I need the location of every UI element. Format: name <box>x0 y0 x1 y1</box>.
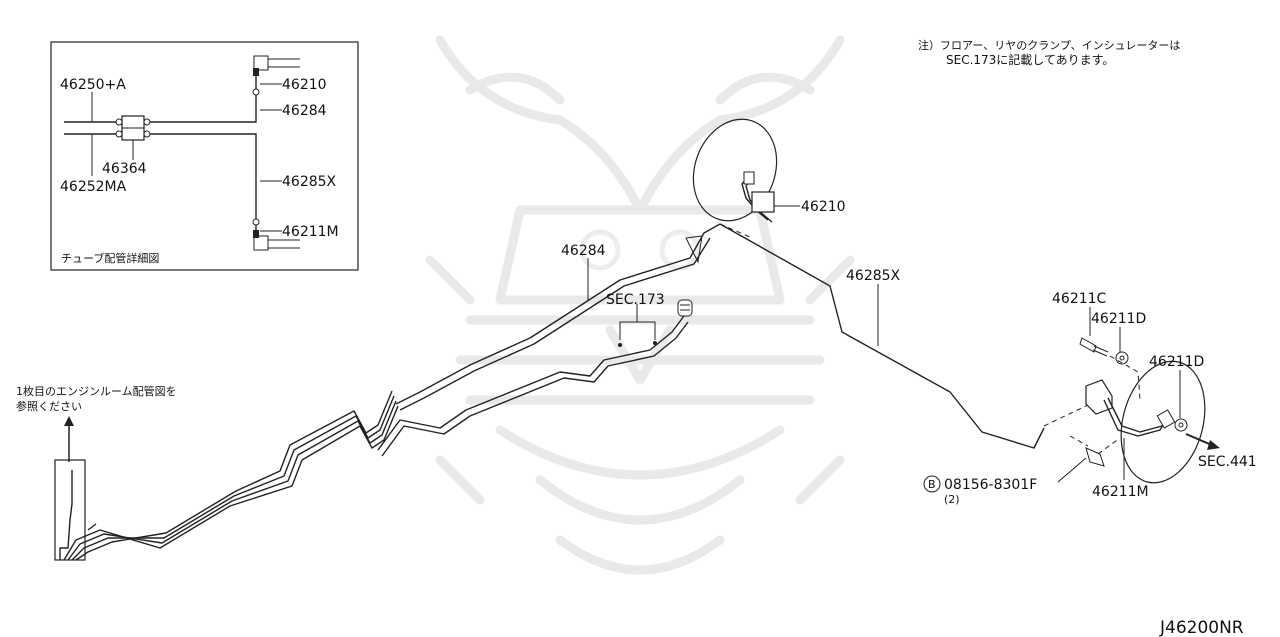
inset-frame <box>50 41 359 271</box>
inset-label-46252ma: 46252MA <box>60 179 127 195</box>
rear-wheel-assembly <box>1069 337 1220 484</box>
inset-label-46211m: 46211M <box>282 224 339 240</box>
label-46210: 46210 <box>801 199 846 215</box>
label-bolt-part: 08156-8301F <box>944 477 1037 493</box>
note-line-1: 注）フロアー、リヤのクランプ、インシュレーターは <box>918 38 1180 52</box>
tube-lower-branch <box>377 315 685 451</box>
note-line-2: SEC.173に記載してあります。 <box>946 52 1114 67</box>
bolt-marker-circle <box>923 475 941 493</box>
label-46284: 46284 <box>561 243 606 259</box>
inset-label-46284: 46284 <box>282 103 327 119</box>
bolt-marker-letter: B <box>928 478 936 491</box>
inset-label-46250a: 46250+A <box>60 77 126 93</box>
inset-label-46364: 46364 <box>102 161 147 177</box>
up-arrow-icon <box>64 416 74 462</box>
inset-label-46210: 46210 <box>282 77 327 93</box>
tube-detail-inset: 46250+A 46364 46252MA 46210 46284 46285X… <box>50 41 359 271</box>
sec173-fitting <box>677 299 693 317</box>
front-connector <box>685 223 753 264</box>
front-wheel-assembly <box>692 118 800 223</box>
label-46285x: 46285X <box>846 268 901 284</box>
label-bolt-qty: (2) <box>944 493 960 506</box>
sec173-callout <box>618 304 657 347</box>
tube-lower-branch-parallel <box>381 321 689 457</box>
label-46211c: 46211C <box>1052 291 1107 307</box>
tube-46284-parallel <box>399 237 711 411</box>
label-sec173: SEC.173 <box>606 292 665 308</box>
label-46211d-a: 46211D <box>1091 311 1146 327</box>
label-46211d-b: 46211D <box>1149 354 1204 370</box>
tube-46284 <box>395 223 721 405</box>
label-46211m: 46211M <box>1092 484 1149 500</box>
bracket-top <box>253 55 269 71</box>
reference-note-line-1: 1枚目のエンジンルーム配管図を <box>16 384 177 398</box>
reference-note-line-2: 参照ください <box>16 399 82 413</box>
inset-caption: チューブ配管詳細図 <box>61 251 159 265</box>
inset-label-46285x: 46285X <box>282 174 337 190</box>
tube-bundle-left <box>54 390 399 561</box>
diagram-code: J46200NR <box>1159 618 1244 637</box>
bolt-callout: B <box>923 457 1087 493</box>
tube-46285x-dash <box>1043 403 1091 427</box>
label-sec441: SEC.441 <box>1198 454 1257 470</box>
bracket-bottom <box>253 235 269 251</box>
tube-46285x <box>719 223 1045 449</box>
